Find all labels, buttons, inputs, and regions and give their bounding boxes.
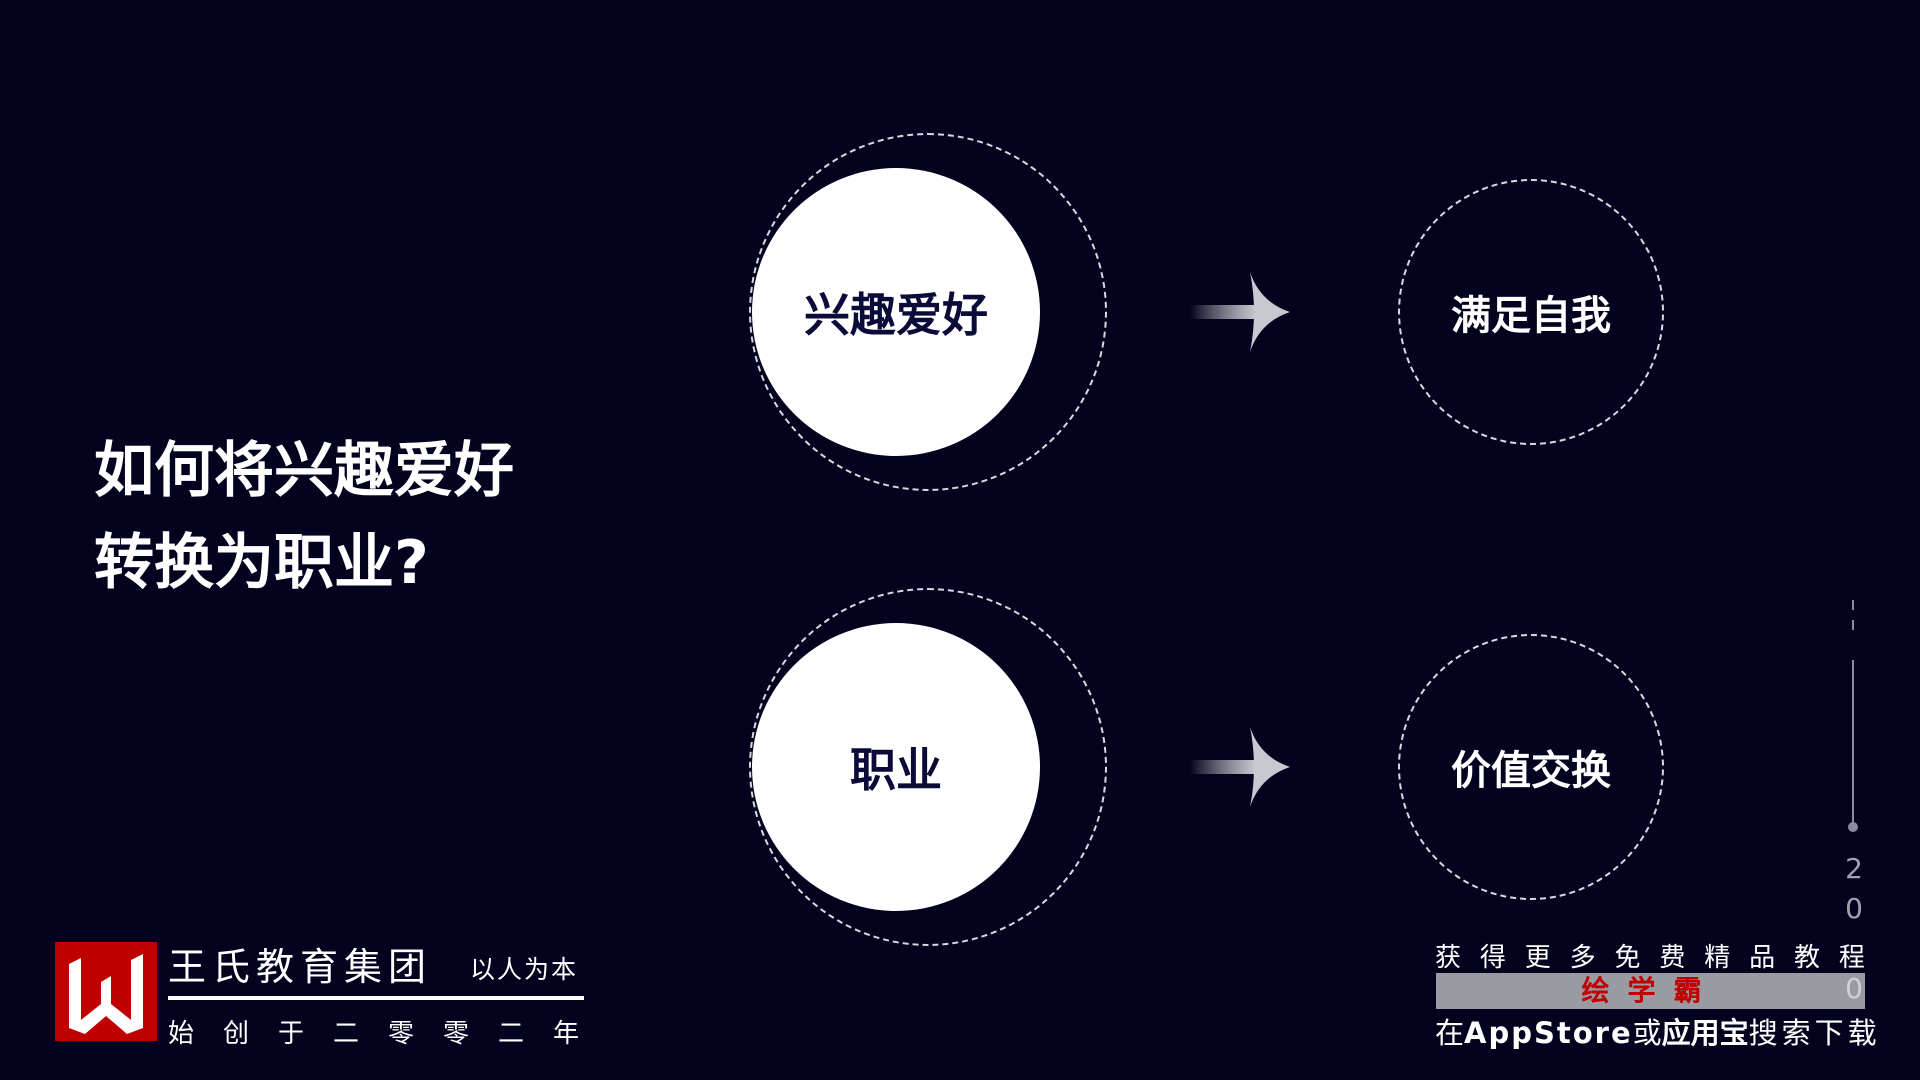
- promo-char: 得: [1479, 943, 1506, 973]
- promo-char: 费: [1659, 943, 1686, 973]
- dashed-ring: [749, 588, 1107, 946]
- promo-char: 品: [1749, 943, 1776, 973]
- arrow-right-icon: [1190, 727, 1290, 807]
- brand-name: 王氏教育集团: [168, 945, 433, 989]
- app-store-name: 应用宝: [1661, 1016, 1749, 1050]
- outcome-label: 满足自我: [1451, 293, 1611, 339]
- concept-label: 职业: [850, 743, 942, 797]
- promo-char: 更: [1524, 943, 1551, 973]
- side-digit: 0: [1845, 972, 1863, 1005]
- side-dot: [1848, 822, 1858, 832]
- promo-char: 精: [1704, 943, 1731, 973]
- promo-text: 在: [1435, 1016, 1465, 1050]
- outcome-label: 价值交换: [1451, 748, 1611, 794]
- promo-char: 教: [1794, 943, 1821, 973]
- brand-logo: [55, 942, 157, 1041]
- outcome-circle: 价值交换: [1398, 634, 1664, 900]
- promo-char: 多: [1569, 943, 1596, 973]
- promo-bar: [1436, 973, 1865, 1009]
- concept-circle: 兴趣爱好: [752, 168, 1040, 456]
- side-line: [1852, 660, 1854, 825]
- brand-since: 始创于二零零二年: [168, 1019, 609, 1049]
- brand-motto: 以人为本: [470, 955, 579, 984]
- promo-text: 或: [1632, 1016, 1662, 1050]
- concept-circle: 职业: [752, 623, 1040, 911]
- side-dash-line: [1852, 600, 1854, 640]
- dashed-ring: [749, 133, 1107, 491]
- promo-download-line: 在AppStore或应用宝搜索下载: [1435, 1010, 1877, 1052]
- promo-char: 程: [1838, 943, 1865, 973]
- outcome-circle: 满足自我: [1398, 179, 1664, 445]
- concept-label: 兴趣爱好: [804, 288, 988, 342]
- title-line-1: 如何将兴趣爱好: [94, 436, 514, 506]
- side-digit: 2: [1845, 852, 1863, 885]
- arrow-right-icon: [1190, 272, 1290, 352]
- store-name: AppStore: [1464, 1016, 1633, 1050]
- promo-char: 获: [1435, 943, 1462, 973]
- promo-char: 免: [1614, 943, 1641, 973]
- title-line-2: 转换为职业?: [94, 528, 429, 598]
- side-digit: 0: [1845, 892, 1863, 925]
- app-name: 绘学霸: [1581, 974, 1720, 1007]
- promo-line: 获得更多免费精品教程: [1435, 937, 1865, 974]
- page-title: 如何将兴趣爱好 转换为职业?: [94, 425, 514, 609]
- promo-text: 搜索下载: [1748, 1016, 1881, 1050]
- divider: [168, 996, 584, 1000]
